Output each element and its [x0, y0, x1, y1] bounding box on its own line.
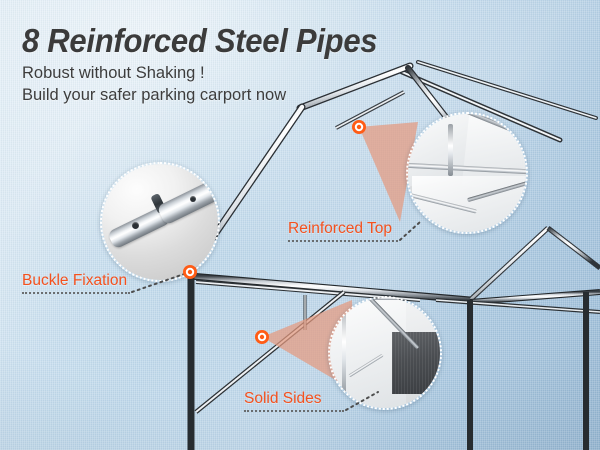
photo-reinforced-top — [408, 114, 526, 232]
side-top-rail — [344, 298, 440, 300]
subtitle-line-2: Build your safer parking carport now — [22, 86, 287, 104]
marker-buckle-fixation — [183, 265, 197, 279]
cone-reinforced-top — [359, 122, 418, 222]
canopy-panel-bottom — [412, 176, 526, 232]
callout-underline-buckle-fixation — [22, 292, 130, 294]
leader-line-reinforced-top — [399, 221, 421, 241]
callout-underline-solid-sides — [244, 410, 344, 412]
leader-line-solid-sides — [345, 391, 379, 411]
callout-underline-reinforced-top — [288, 240, 398, 242]
frame-rear-roof-right — [468, 226, 600, 302]
frame-horizontal-beams — [189, 272, 600, 314]
callout-circle-buckle-fixation[interactable] — [100, 162, 220, 282]
buckle-hole-secondary — [190, 196, 196, 202]
callout-label-reinforced-top: Reinforced Top — [288, 220, 392, 237]
photo-solid-side-wall — [330, 298, 440, 408]
callout-circle-solid-sides[interactable] — [328, 296, 442, 410]
callout-label-solid-sides: Solid Sides — [244, 390, 322, 407]
subtitle-line-1: Robust without Shaking ! — [22, 64, 205, 82]
marker-solid-sides — [255, 330, 269, 344]
canopy-strut-vertical — [448, 124, 453, 176]
callout-circle-reinforced-top[interactable] — [406, 112, 528, 234]
buckle-hole-primary — [132, 222, 139, 229]
page-title: 8 Reinforced Steel Pipes — [22, 22, 378, 59]
leader-line-buckle — [131, 271, 191, 293]
frame-vertical-posts — [187, 276, 589, 450]
side-corner-post — [342, 298, 346, 402]
frame-back-rafters — [399, 60, 598, 143]
photo-buckle-joint — [102, 164, 218, 280]
callout-label-buckle-fixation: Buckle Fixation — [22, 272, 128, 289]
marker-reinforced-top — [352, 120, 366, 134]
